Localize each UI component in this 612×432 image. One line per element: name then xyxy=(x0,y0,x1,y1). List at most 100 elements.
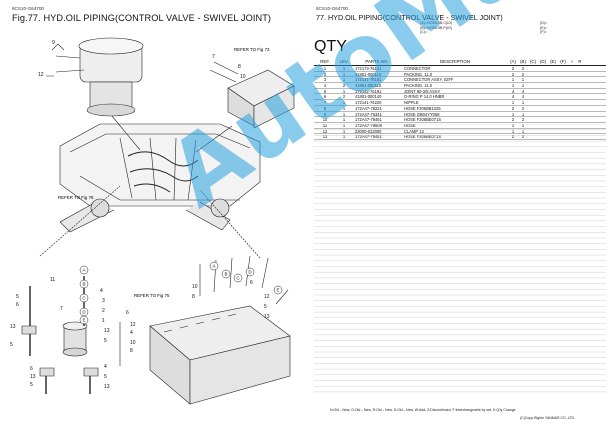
cell-qb: 1 xyxy=(521,122,525,128)
header-qty-d: (D) xyxy=(539,59,547,64)
cell-description: CLAMP 13 xyxy=(404,128,424,134)
cell-lev: 1 xyxy=(342,66,346,71)
cell-qc xyxy=(528,77,538,82)
callout-number: 2 xyxy=(102,308,105,314)
cell-qd xyxy=(538,100,548,105)
cell-qb: 2 xyxy=(521,134,525,139)
circle-letter: D xyxy=(248,270,252,275)
header-lev: LEV. xyxy=(339,59,349,64)
circle-letter-marker: E xyxy=(79,315,89,325)
cell-ref: 3 xyxy=(323,77,327,83)
callout-number: 4 xyxy=(130,330,133,336)
circle-letter-marker: C xyxy=(233,273,243,283)
refer-label: REFER TO Fig 78 xyxy=(58,195,94,200)
cell-qa: 1 xyxy=(511,83,515,88)
cell-part-no: 23000-013000 xyxy=(355,128,382,134)
callout-number: 5 xyxy=(104,374,107,380)
callout-number: 13 xyxy=(104,328,110,334)
cell-qf xyxy=(558,66,568,71)
cell-ref: 4 xyxy=(323,83,327,88)
cell-r xyxy=(576,72,584,77)
callout-number: 13 xyxy=(264,314,270,320)
cell-qe xyxy=(548,106,558,111)
header-qty-c: (C) xyxy=(529,59,537,64)
variant-note: (E)= xyxy=(540,25,547,30)
circle-letter: A xyxy=(212,264,216,269)
cell-qe xyxy=(548,83,558,88)
cell-lev: 1 xyxy=(342,100,346,105)
callout-number: 8 xyxy=(192,294,195,300)
cell-lev: 2 xyxy=(342,94,346,100)
cell-qf xyxy=(558,89,568,94)
variant-note-row: (C)=(F)= xyxy=(420,30,580,35)
cell-qb: 1 xyxy=(521,100,525,105)
cell-qd xyxy=(538,66,548,71)
callout-number: 9 xyxy=(52,40,55,46)
circle-letter-marker: B xyxy=(79,279,89,289)
cell-part-no: 172173-76121 xyxy=(355,66,382,71)
cell-description: JOINT 90-3/8 ASSY xyxy=(404,88,441,94)
cell-i xyxy=(568,94,576,99)
cell-lev: 1 xyxy=(342,111,346,117)
cell-r xyxy=(576,106,584,111)
variant-note: (D)= xyxy=(540,21,548,25)
callout-number: 5 xyxy=(30,382,33,388)
cell-i xyxy=(568,66,576,71)
cell-part-no: 172A47-76341 xyxy=(355,111,382,117)
header-part-no: PARTS NO. xyxy=(365,59,389,64)
cell-ref: 8 xyxy=(323,105,327,111)
variant-note: (B)=ViO55-5B P(IO) xyxy=(420,25,452,30)
callout-number: 12 xyxy=(264,294,270,300)
cell-qc xyxy=(528,66,538,71)
cell-lev: 1 xyxy=(342,134,346,139)
variant-note: (F)= xyxy=(540,30,547,35)
cell-qd xyxy=(538,106,548,111)
cell-qa: 4 xyxy=(511,94,515,100)
cell-description: PACKING, 11.0 xyxy=(404,83,433,88)
cell-qe xyxy=(548,72,558,77)
cell-lev: 1 xyxy=(342,117,346,122)
cell-description: NIPPLE xyxy=(404,100,419,105)
cell-qf xyxy=(558,117,568,122)
header-qty-b: (B) xyxy=(520,59,526,64)
header-qty-e: (E) xyxy=(550,59,556,64)
cell-i xyxy=(568,83,576,88)
circle-letter: D xyxy=(82,310,86,315)
cell-part-no: 172141-76181 xyxy=(355,77,382,83)
circle-letter: A xyxy=(82,268,86,273)
cell-qa: 1 xyxy=(511,111,515,117)
cell-qb: 4 xyxy=(521,94,525,100)
cell-ref: 2 xyxy=(323,71,327,77)
page-code-right: 6CS10-G64700 xyxy=(316,6,348,11)
cell-lev: 1 xyxy=(342,122,346,128)
cell-ref: 10 xyxy=(322,117,328,122)
cell-i xyxy=(568,112,576,117)
circle-letter-marker: D xyxy=(245,267,255,277)
header-i: I xyxy=(571,59,573,64)
circle-letter: B xyxy=(82,282,85,287)
control-valve-illustration xyxy=(209,61,295,129)
refer-label: REFER TO Fig 75 xyxy=(134,293,170,298)
variant-note-row: (A)=ViO55-5B C(IO)(D)= xyxy=(420,21,580,26)
cell-qb: 2 xyxy=(521,117,525,122)
cell-part-no: 41851-000110 xyxy=(355,83,382,88)
cell-qb: 4 xyxy=(521,88,525,94)
cell-i xyxy=(568,100,576,105)
cell-lev: 1 xyxy=(342,105,346,111)
cell-description: CONNECTOR xyxy=(404,66,431,71)
cell-qb: 1 xyxy=(521,128,525,134)
callout-number: 7 xyxy=(212,54,215,60)
refer-label: REFER TO Fig 73 xyxy=(234,47,270,52)
cell-qe xyxy=(548,112,558,117)
cell-qd xyxy=(538,117,548,122)
footer-copyright: (C)Copy Rights YANMAR CO.,LTD. xyxy=(520,416,576,420)
callout-number: 8 xyxy=(238,64,241,70)
cell-r xyxy=(576,83,584,88)
